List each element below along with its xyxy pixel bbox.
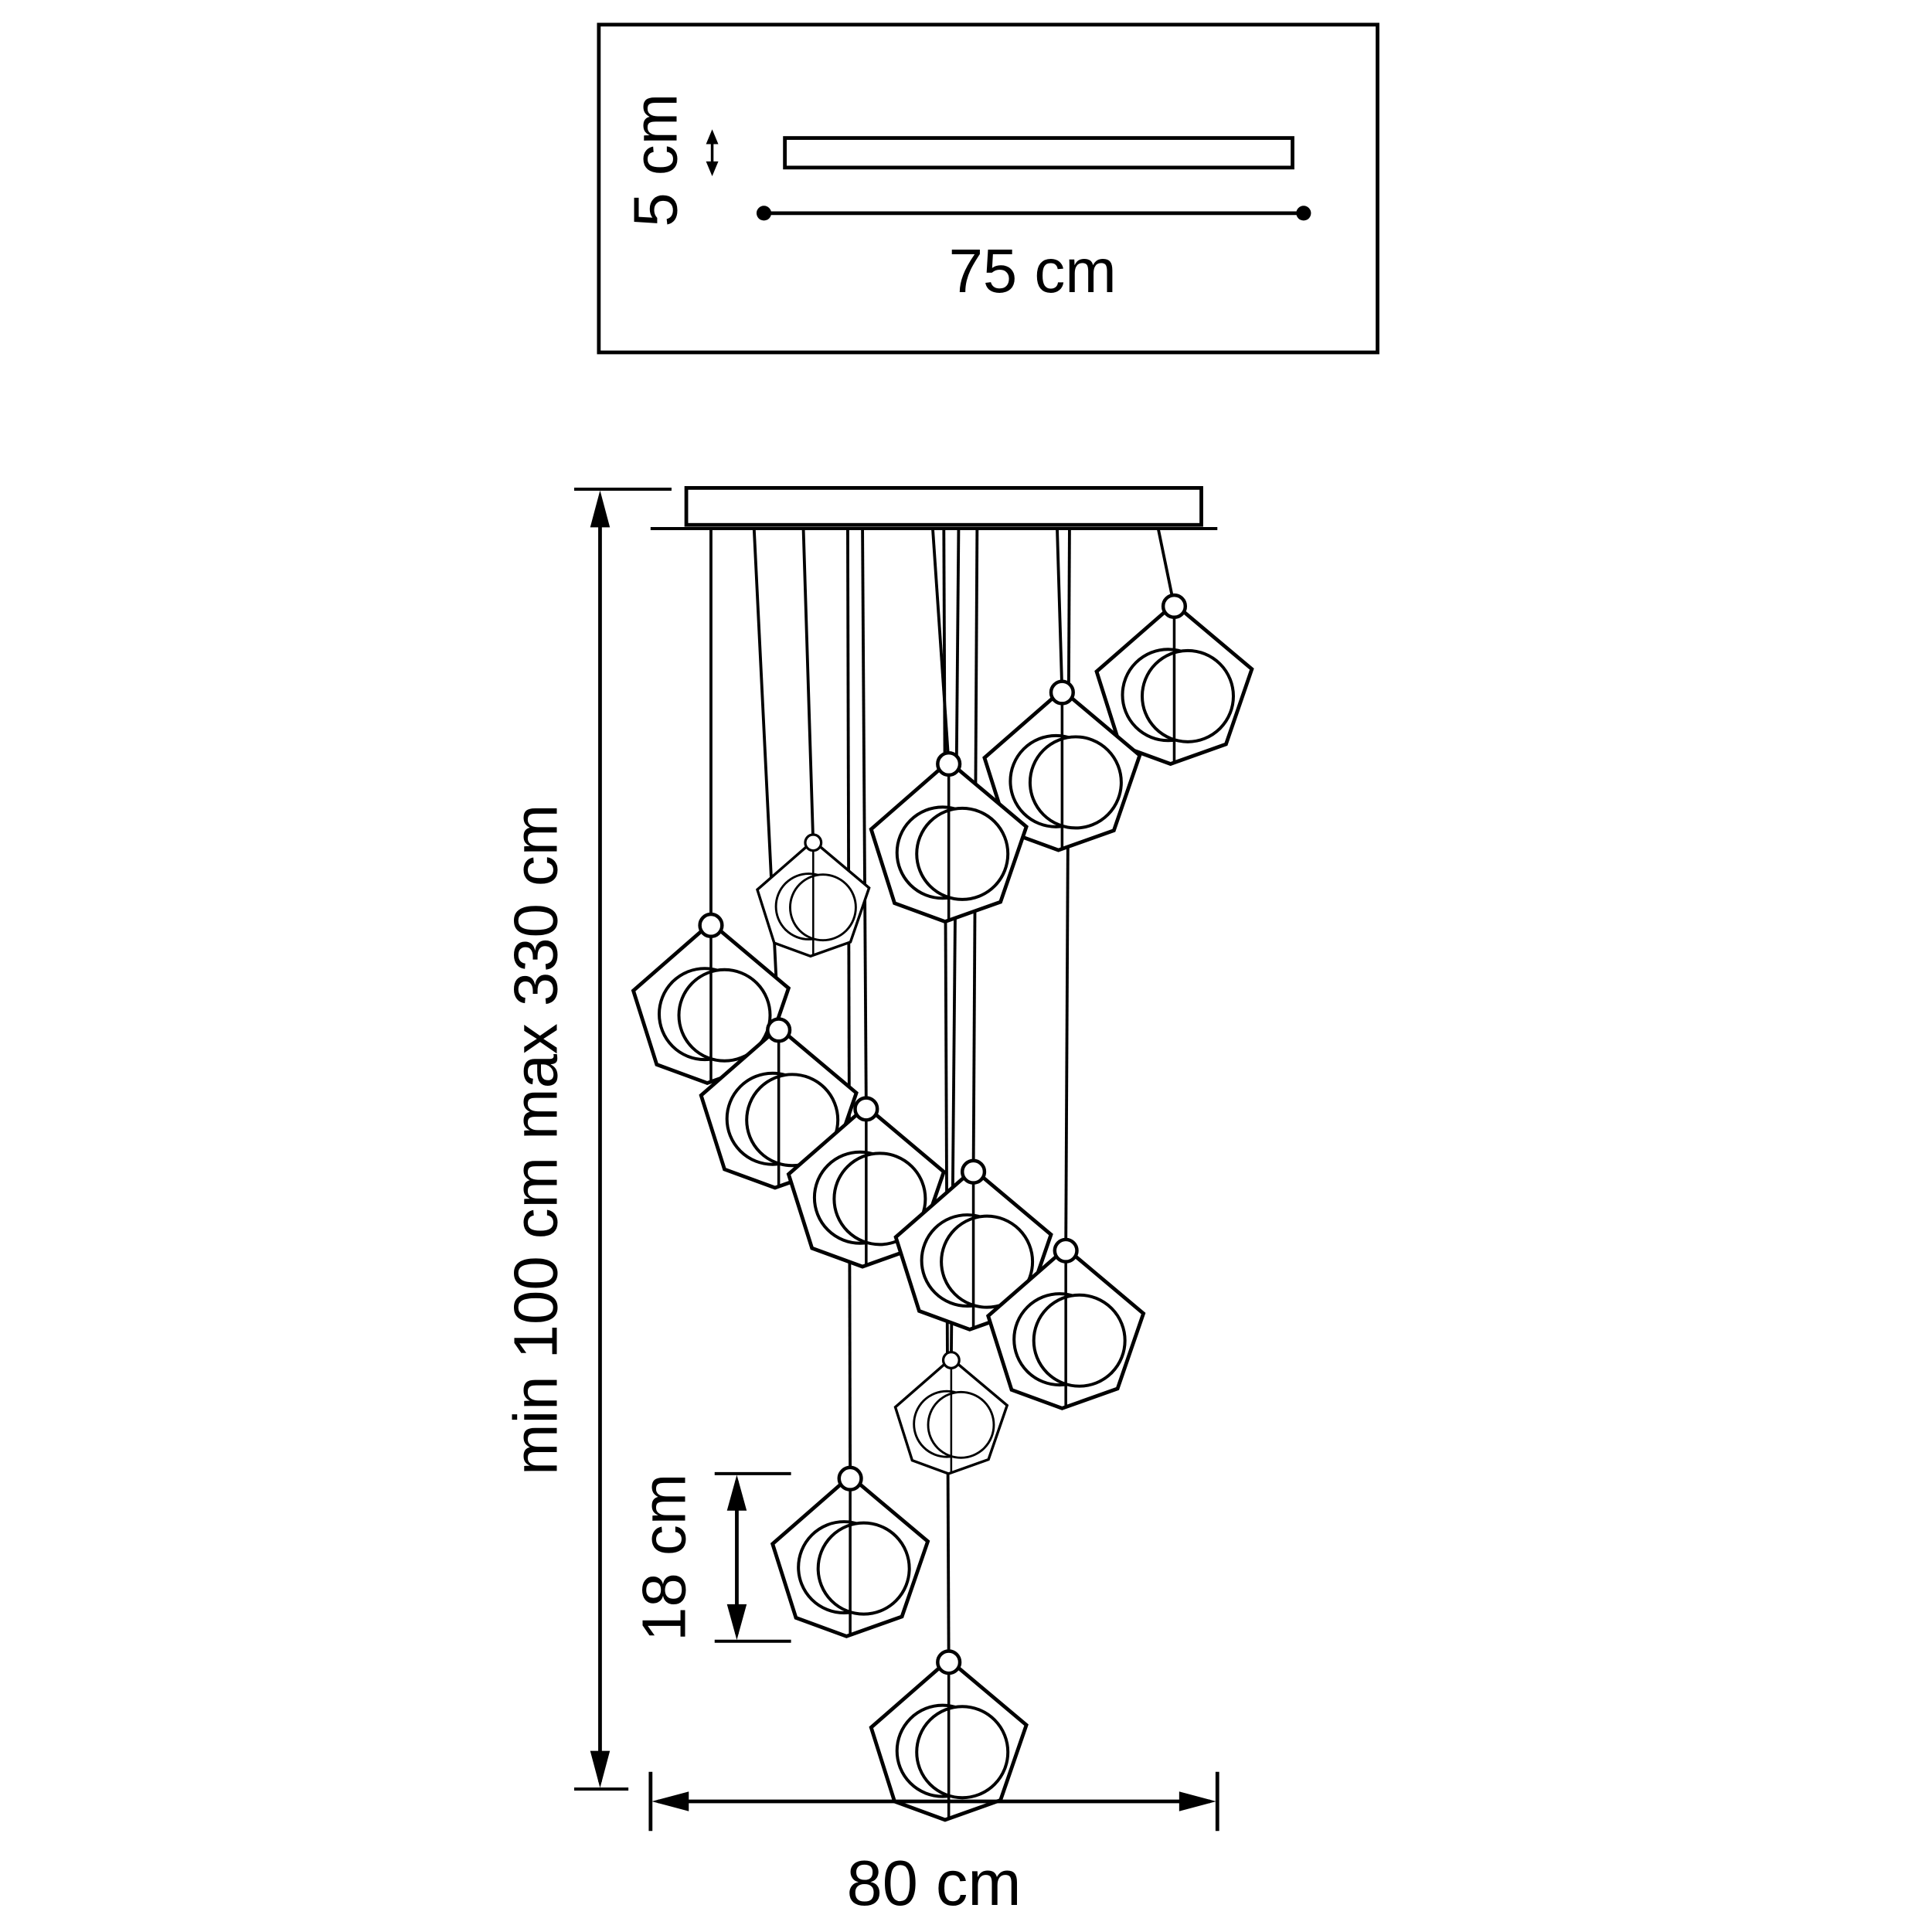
arrow-up-icon (706, 129, 719, 145)
detail-box-frame (597, 22, 1379, 355)
pendant-cord (846, 528, 852, 1479)
shade-height-dimension: 18 cm (629, 1471, 791, 1643)
pendant-cord (1064, 528, 1071, 1251)
arrow-right-icon (1179, 1791, 1216, 1811)
shade-height-label: 18 cm (629, 1474, 698, 1641)
overall-height-label: min 100 cm max 330 cm (502, 804, 570, 1475)
pendant-shade (893, 1350, 1009, 1475)
chandelier-front-view: min 100 cm max 330 cm 18 cm 80 cm (502, 485, 1252, 1919)
base-width-label: 80 cm (847, 1847, 1022, 1919)
arrow-down-icon (590, 1750, 611, 1788)
pendant-shade (871, 1651, 1026, 1819)
pendant-cord (931, 528, 951, 764)
overall-height-dimension: min 100 cm max 330 cm (502, 487, 672, 1791)
arrow-left-icon (651, 1791, 689, 1811)
plate-width-label: 75 cm (949, 236, 1117, 305)
plate-profile (783, 136, 1294, 170)
dimension-dot-left (756, 206, 772, 221)
plate-width-dimension: 75 cm (756, 206, 1311, 305)
canopy-body (684, 485, 1203, 527)
pendant-cord (942, 528, 951, 1662)
arrow-down-icon (706, 161, 719, 176)
pendant-shade (756, 833, 871, 958)
pendant-cord (752, 528, 781, 1031)
pendant-cord (861, 528, 868, 1109)
plate-detail-box: 5 cm 75 cm (597, 22, 1379, 355)
dimension-dot-right (1296, 206, 1311, 221)
plate-height-label: 5 cm (621, 94, 689, 227)
base-width-dimension: 80 cm (648, 1771, 1219, 1919)
pendant-shades (634, 595, 1252, 1820)
pendant-shade (773, 1468, 928, 1636)
plate-height-dimension: 5 cm (621, 94, 719, 227)
ceiling-canopy (650, 485, 1218, 530)
pendant-cord (1056, 528, 1064, 693)
arrow-up-icon (726, 1475, 747, 1511)
pendant-cord (801, 528, 815, 845)
arrow-up-icon (590, 490, 611, 528)
arrow-down-icon (726, 1604, 747, 1641)
pendant-cord (1156, 528, 1176, 607)
